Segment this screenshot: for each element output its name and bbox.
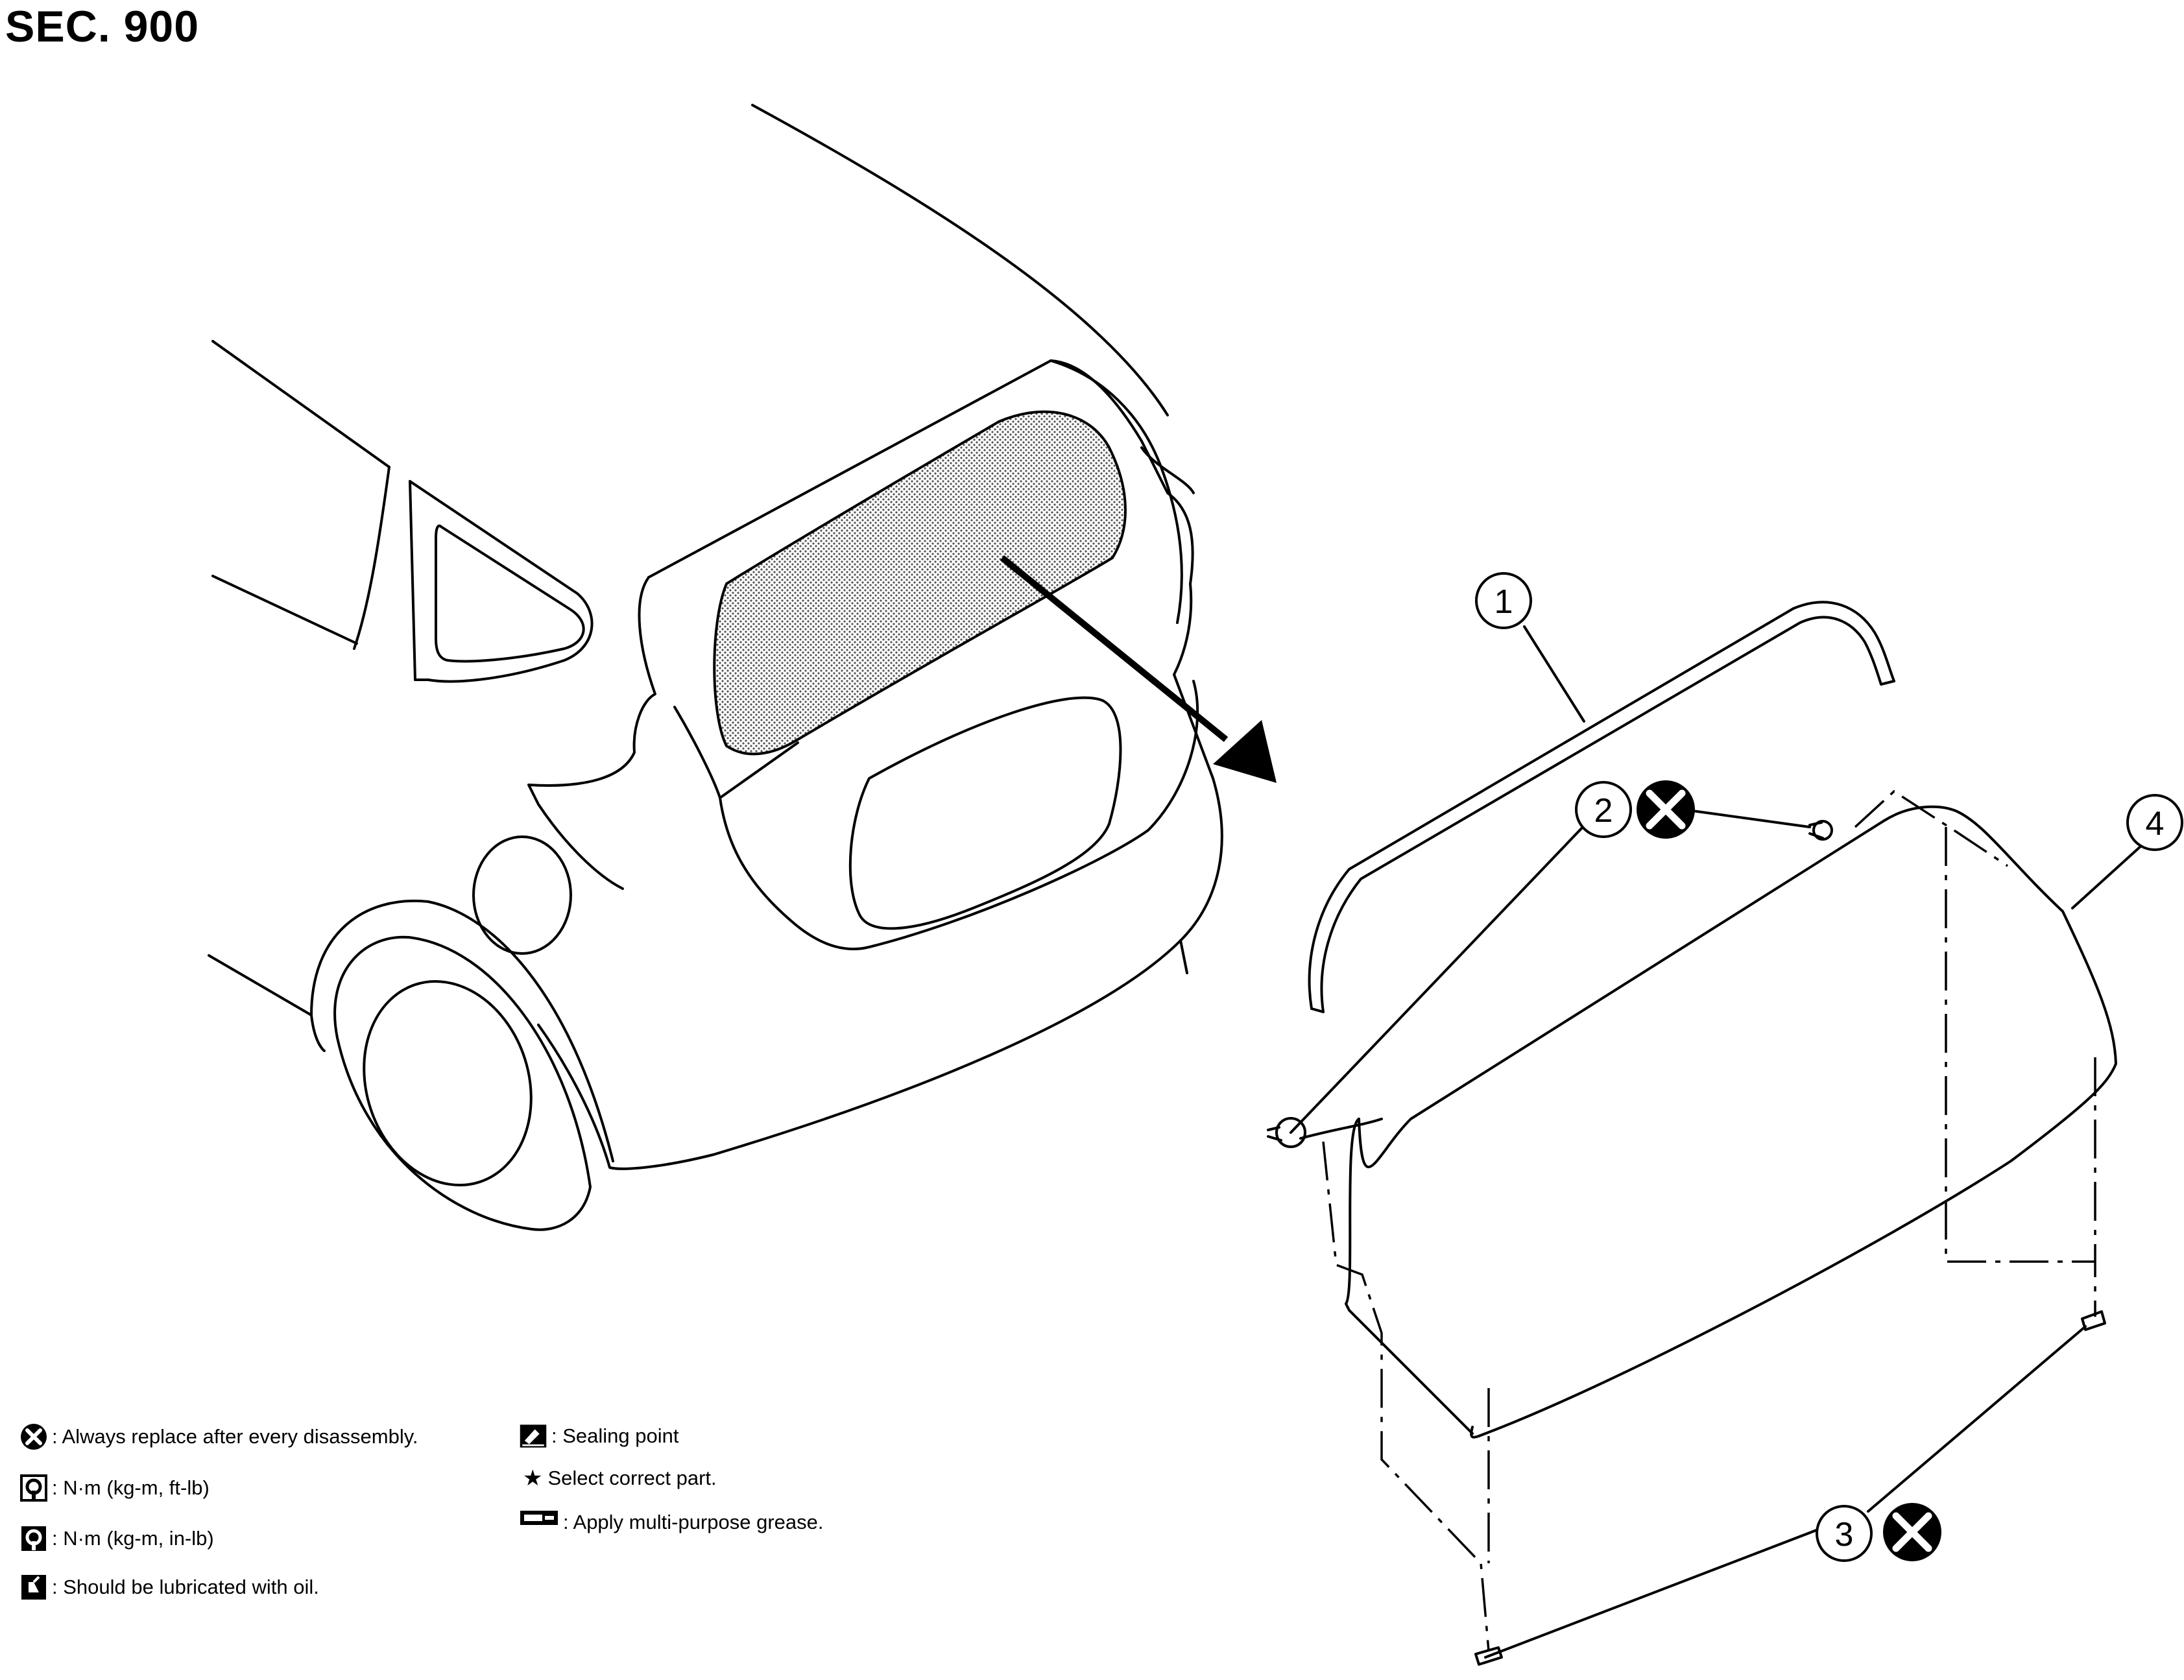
spacer-lower	[1474, 1646, 1503, 1666]
callout-3: 3	[1816, 1505, 1873, 1562]
callout-1: 1	[1475, 572, 1532, 629]
svg-text:4: 4	[2146, 805, 2165, 843]
vehicle-rear-illustration	[208, 104, 1223, 1231]
callout-4: 4	[2126, 794, 2183, 851]
oil-can-icon	[19, 1573, 48, 1602]
x-circle-icon	[19, 1422, 48, 1451]
replace-icon-part-3	[1883, 1503, 1941, 1561]
svg-text:1: 1	[1494, 583, 1513, 621]
sealant-tube-icon	[519, 1422, 547, 1450]
section-label: SEC. 900	[5, 2, 200, 51]
guide-lines	[1322, 789, 2096, 1651]
pointer-arrow	[1000, 555, 1277, 783]
legend-always-replace: : Always replace after every disassembly…	[19, 1422, 418, 1451]
legend-sealing-point: : Sealing point	[519, 1422, 678, 1450]
part-1-molding	[1308, 601, 1895, 1010]
svg-text:2: 2	[1594, 792, 1613, 830]
wrench-torque-icon	[19, 1524, 48, 1553]
legend-lubricate-oil: : Should be lubricated with oil.	[19, 1573, 319, 1602]
grease-gun-icon	[519, 1508, 559, 1537]
part-4-glass	[1358, 805, 2117, 1439]
rear-window-glass	[713, 410, 1127, 756]
legend-select-part: ★ Select correct part.	[523, 1466, 717, 1491]
svg-text:3: 3	[1835, 1516, 1854, 1554]
exploded-parts	[1267, 601, 2156, 1666]
wrench-torque-icon	[19, 1474, 48, 1502]
replace-icon-part-2	[1637, 780, 1695, 839]
legend-torque-ft-lb: : N·m (kg-m, ft-lb)	[19, 1474, 210, 1502]
star-icon: ★	[523, 1466, 543, 1491]
legend-apply-grease: : Apply multi-purpose grease.	[519, 1508, 824, 1537]
callout-2: 2	[1575, 781, 1632, 838]
legend-torque-in-lb: : N·m (kg-m, in-lb)	[19, 1524, 214, 1553]
clip-left	[1275, 1117, 1306, 1148]
